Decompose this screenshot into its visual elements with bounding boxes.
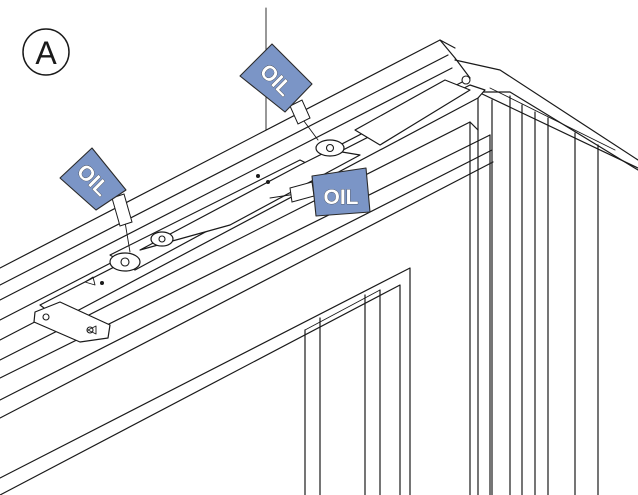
figure-label-circle	[22, 28, 70, 76]
stay-end-plate	[33, 301, 111, 343]
oil-tag-left-label	[59, 147, 127, 211]
window-frame	[0, 39, 638, 495]
oil-tag-center-label	[311, 167, 371, 217]
stay-shoe	[354, 79, 471, 146]
oil-tag-center-text: OIL	[324, 186, 359, 209]
oil-tag-upper-label	[239, 43, 313, 113]
stay-arm-upper	[139, 149, 361, 251]
figure-label: A	[22, 28, 70, 76]
oil-tag-center: OIL	[269, 167, 371, 217]
oil-tag-upper: OIL	[239, 43, 319, 141]
oil-tag-left: OIL	[59, 147, 133, 253]
figure-label-text: A	[35, 35, 57, 71]
friction-stay	[33, 75, 486, 343]
